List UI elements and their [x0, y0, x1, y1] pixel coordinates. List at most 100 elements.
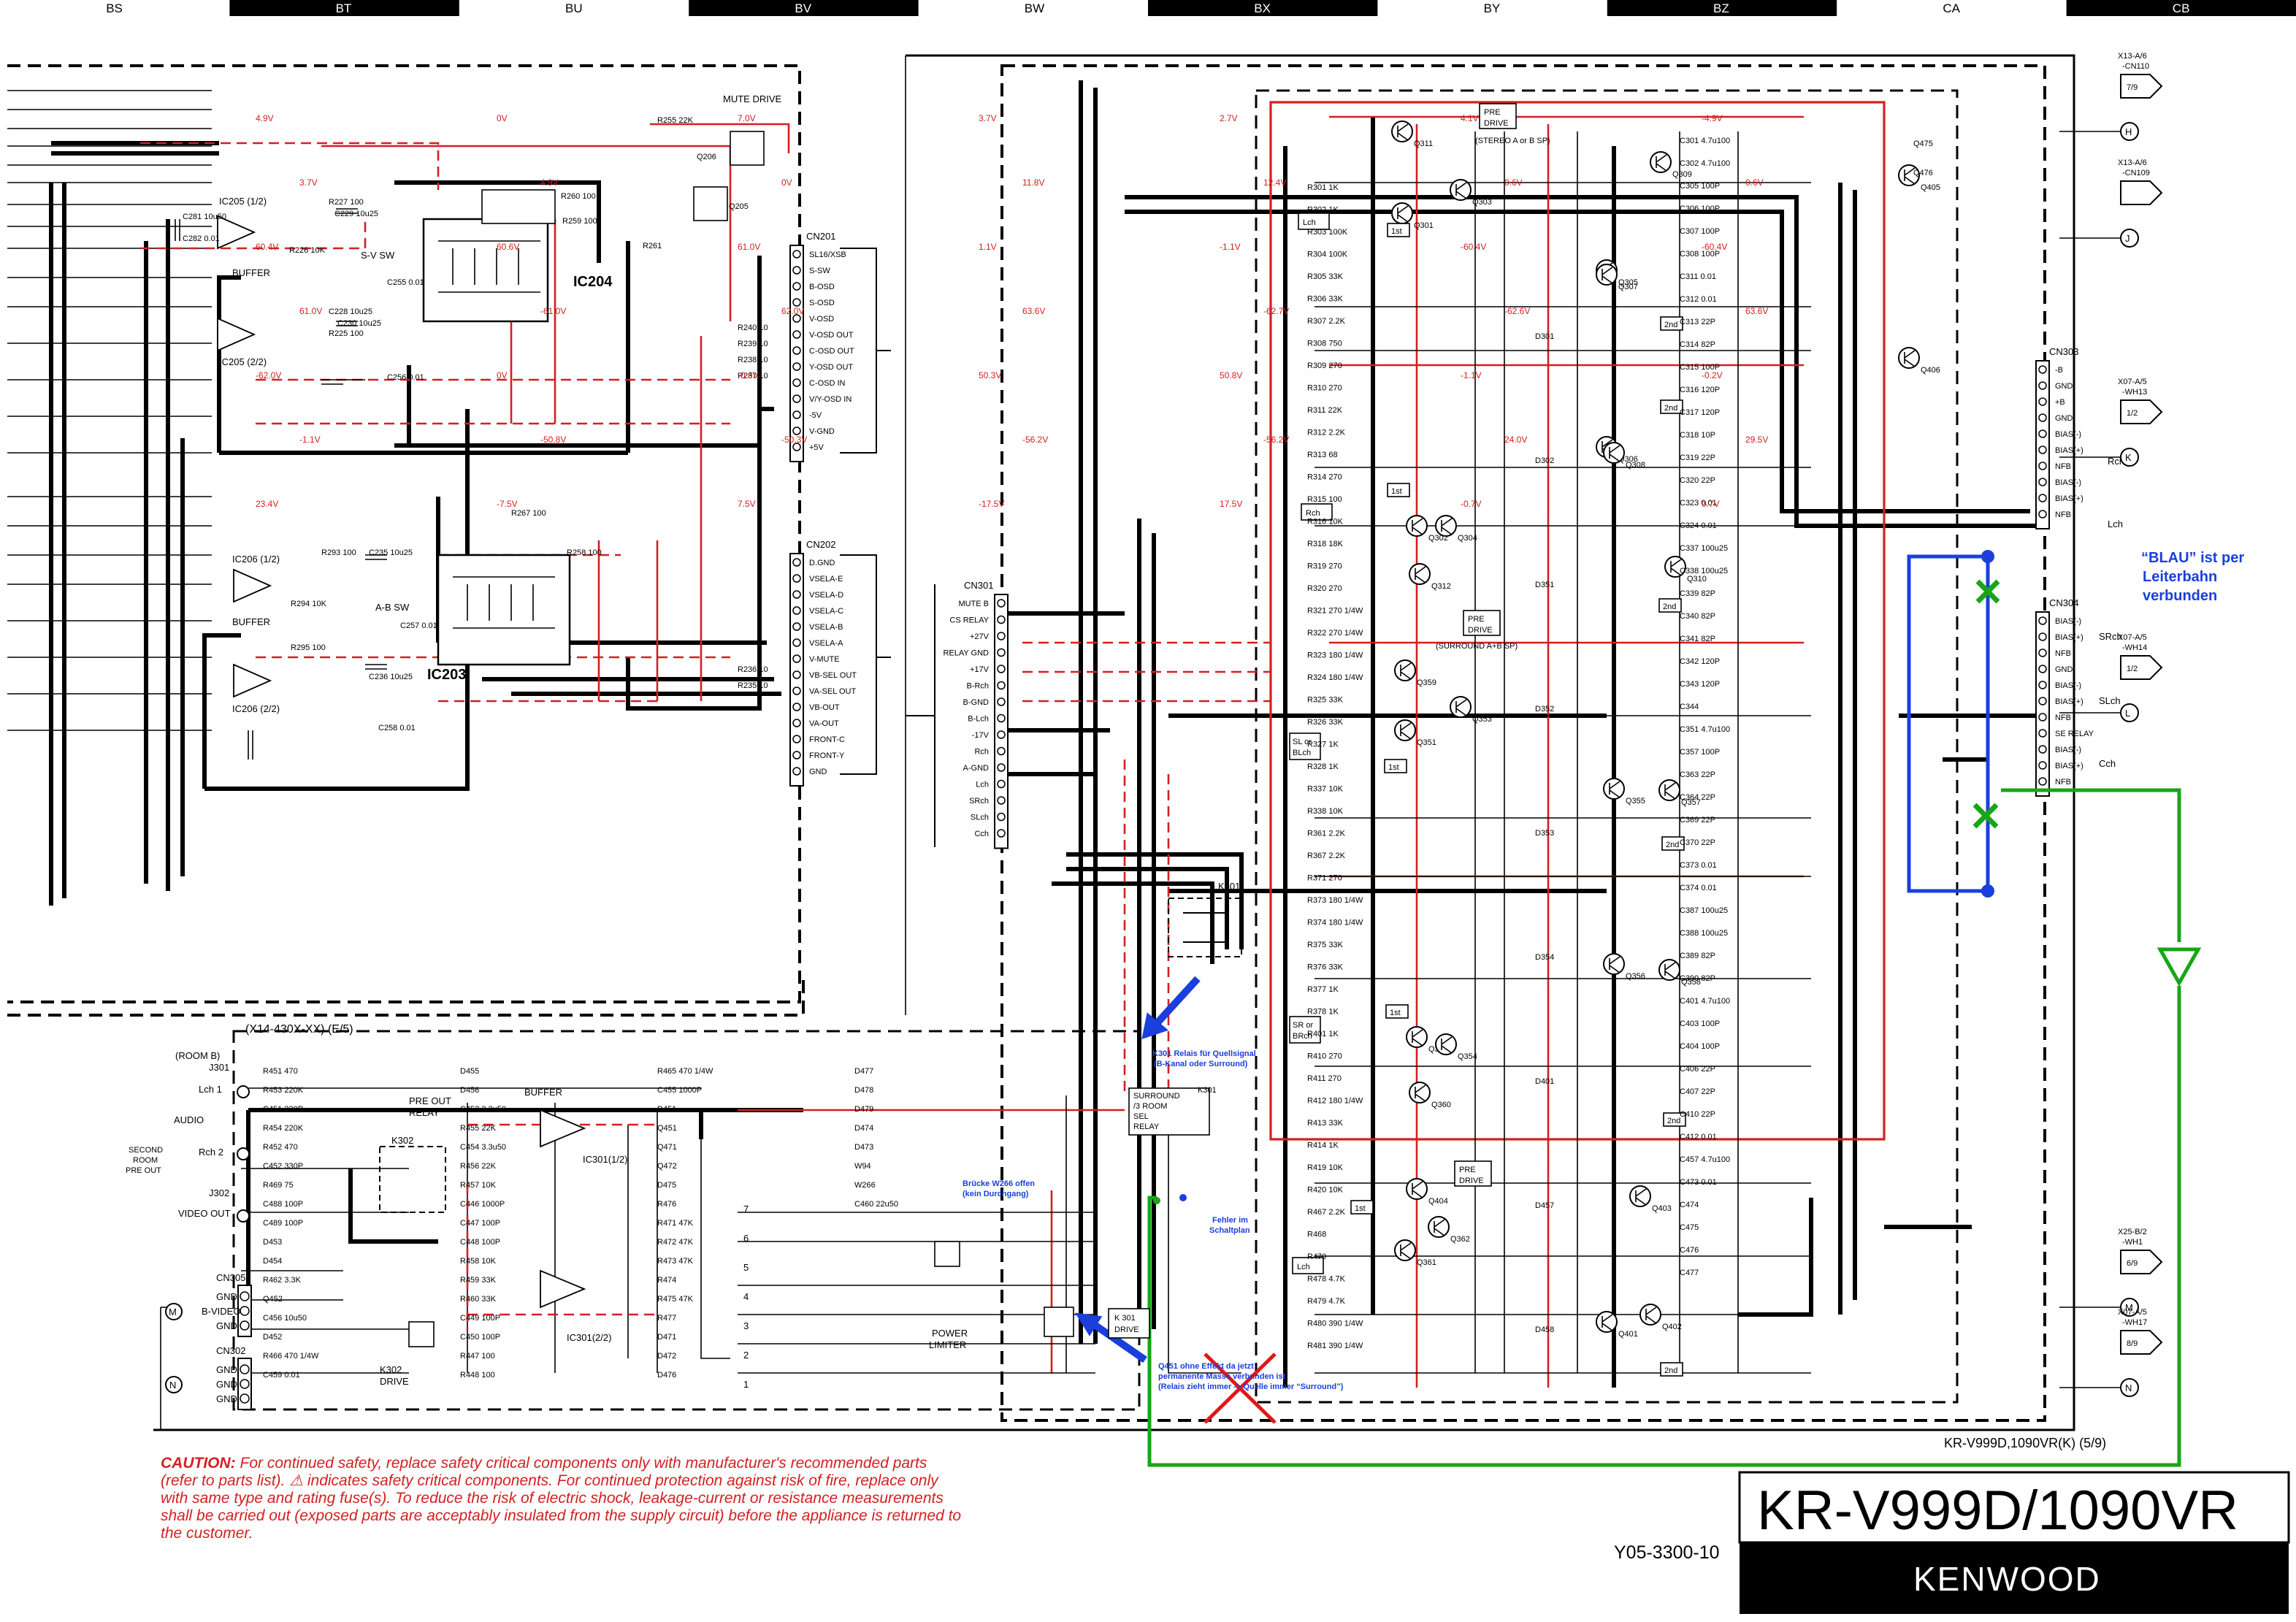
sub-part-label: R465 470 1/4W: [657, 1067, 713, 1076]
sub-part-label: D477: [854, 1067, 873, 1076]
offpage-bullet: L: [2125, 708, 2130, 719]
part-label: C282 0.01: [183, 234, 220, 243]
resistor-label: R481 390 1/4W: [1307, 1342, 1363, 1350]
voltage-label: 24.0V: [1504, 435, 1527, 445]
stage-box-label: 1st: [1390, 1009, 1401, 1017]
part-label: R295 100: [291, 643, 326, 652]
grid-column-label: BX: [1254, 1, 1271, 15]
ic301a-label: IC301(1/2): [583, 1154, 627, 1165]
connector-pin-label: VSELA-B: [809, 623, 843, 632]
voltage-label: 60.6V: [497, 242, 519, 252]
cn302-label: CN302: [216, 1345, 245, 1356]
fehler-note-line-1: Fehler im: [1212, 1216, 1248, 1225]
connector-pin-label: NFB: [2055, 778, 2071, 787]
resistor-label: R309 270: [1307, 361, 1342, 370]
transistor-label: Q476: [1913, 169, 1933, 177]
jack-label-rch: Rch 2: [199, 1147, 223, 1158]
sub-part-label: R459 33K: [460, 1276, 497, 1285]
opamp-ic206b: [233, 663, 272, 698]
transistor-label: Q307: [1618, 283, 1638, 291]
offpage-ref: -WH13: [2122, 388, 2147, 397]
offpage-ref: X13-A/6: [2118, 158, 2147, 167]
audio-label: AUDIO: [174, 1114, 204, 1125]
k301-drive-line-4: RELAY: [1133, 1122, 1160, 1131]
stage-box-label: 2nd: [1663, 602, 1676, 611]
stage-box-label: 1st: [1355, 1204, 1366, 1213]
offpage-code: 1/2: [2127, 665, 2138, 673]
sub-part-label: D475: [657, 1181, 676, 1190]
blau-line-2: Leiterbahn: [2143, 569, 2217, 585]
sub-part-label: C451 330P: [263, 1105, 303, 1114]
k301-drive-line-2: /3 ROOM: [1133, 1102, 1167, 1111]
arrow-q451-icon: [1075, 1312, 1147, 1363]
sub-connector-pin: 3: [743, 1320, 749, 1331]
part-label: R259 100: [562, 217, 597, 226]
capacitor-label: C301 4.7u100: [1680, 137, 1730, 145]
voltage-label: 50.8V: [1220, 370, 1242, 380]
caution-line-4: shall be carried out (exposed parts are …: [161, 1507, 961, 1524]
sub-part-label: C450 100P: [460, 1333, 500, 1342]
board-outlines: [7, 54, 2075, 1431]
sub-part-label: C488 100P: [263, 1200, 303, 1209]
connector-pin-label: B-GND: [963, 698, 990, 707]
transistor-label: Q354: [1458, 1052, 1477, 1061]
q451-note-line-3: (Relais zieht immer -> Quelle immer “Sur…: [1158, 1382, 1344, 1391]
cn304-group-cch: Cch: [2099, 758, 2116, 769]
second-room-line-1: SECOND: [129, 1146, 163, 1155]
capacitor-label: C388 100u25: [1680, 929, 1728, 938]
connector-pin-label: RELAY GND: [943, 649, 989, 658]
voltage-label: -0.2V: [1702, 370, 1723, 380]
part-label: R226 10K: [289, 246, 326, 255]
transistor-label: Q303: [1472, 198, 1492, 207]
connector-pin-label: V-GND: [809, 427, 835, 436]
grid-column-label: BZ: [1713, 1, 1729, 15]
k302-drive-line-1: K302: [380, 1364, 402, 1375]
resistor-label: R327 1K: [1307, 741, 1339, 749]
resistor-label: R301 1K: [1307, 183, 1339, 192]
sub-part-label: C454 3.3u50: [460, 1143, 506, 1152]
sub-board: [160, 1085, 1241, 1430]
sub-part-label: D454: [263, 1257, 282, 1266]
sub-part-label: D456: [460, 1086, 479, 1095]
capacitor-label: C337 100u25: [1680, 544, 1728, 553]
sub-part-label: R476: [657, 1200, 676, 1209]
stage-box-label: 2nd: [1664, 404, 1677, 413]
k301-drive-line-1: SURROUND: [1133, 1092, 1180, 1101]
stage-box-label: 2nd: [1664, 1366, 1677, 1375]
cn305-label: CN305: [216, 1272, 245, 1283]
bullet-n-left: N: [169, 1380, 176, 1390]
connector-pin-label: SL16/XSB: [809, 250, 846, 259]
sv-sw-label: S-V SW: [361, 250, 395, 261]
connector-pin-label: BIAS(+): [2055, 446, 2083, 455]
capacitor-label: C364 22P: [1680, 793, 1715, 802]
transistors: Q301Q302Q303Q304Q305Q306Q307Q308Q309Q310…: [1391, 120, 1940, 1339]
capacitor-label: C340 82P: [1680, 612, 1715, 621]
cn303-title: CN303: [2049, 346, 2078, 357]
caution-prefix: CAUTION:: [161, 1455, 236, 1472]
part-label: C230 10u25: [337, 319, 381, 328]
resistor-label: R315 100: [1307, 495, 1342, 504]
resistor-label: R338 10K: [1307, 807, 1344, 816]
transistor-label: Q351: [1417, 738, 1436, 747]
connector-pin-label: NFB: [2055, 649, 2071, 658]
fehler-note-line-2: Schaltplan: [1209, 1226, 1250, 1235]
sub-part-label: C448 100P: [460, 1238, 500, 1247]
connector-pin-label: VB-OUT: [809, 703, 840, 712]
channel-box-label: SR or: [1293, 1021, 1313, 1030]
caution-line-5: the customer.: [161, 1525, 253, 1542]
connector-pin-label: GND: [809, 768, 827, 776]
ic206b-label: IC206 (2/2): [232, 703, 280, 714]
diode-label: D458: [1535, 1325, 1554, 1334]
transistor-label: Q356: [1626, 972, 1645, 981]
connector-pin-label: GND: [2055, 665, 2073, 674]
part-label: R293 100: [321, 548, 356, 557]
offpage-bullet: N: [2125, 1382, 2132, 1393]
offpage-code: 6/9: [2127, 1259, 2138, 1268]
k302-label: K302: [391, 1135, 413, 1146]
capacitor-label: C341 82P: [1680, 635, 1715, 643]
resistor-label: R312 2.2K: [1307, 429, 1346, 437]
sub-part-label: R472 47K: [657, 1238, 694, 1247]
connector-pin-label: VA-OUT: [809, 719, 839, 728]
document-code: Y05-3300-10: [1614, 1542, 1720, 1563]
